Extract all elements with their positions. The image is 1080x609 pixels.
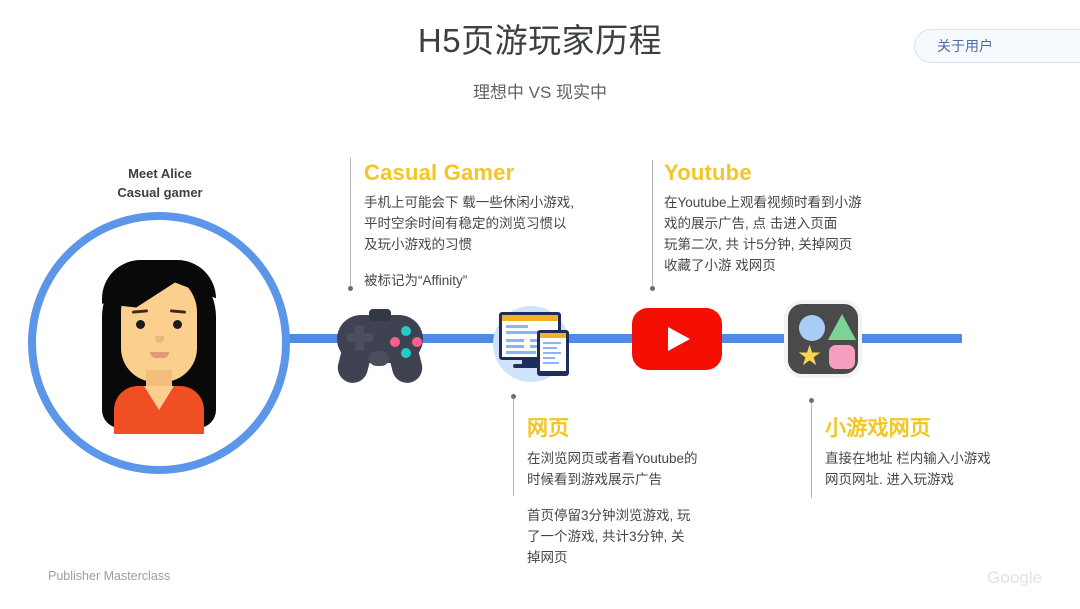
connector-line-webpage (513, 398, 514, 496)
callout-body-casual-gamer-2: 被标记为“Affinity” (364, 273, 468, 288)
topic-pill-label: 关于用户 (937, 38, 993, 54)
callout-body-webpage-2: 首页停留3分钟浏览游戏, 玩 了一个游戏, 共计3分钟, 关 掉网页 (527, 508, 691, 565)
connector-line-casual-gamer (350, 158, 351, 288)
callout-casual-gamer: Casual Gamer 手机上可能会下 载一些休闲小游戏, 平时空余时间有稳定… (364, 160, 634, 291)
connector-line-youtube (652, 160, 653, 288)
youtube-play-icon (632, 308, 722, 370)
callout-body-casual-gamer-1: 手机上可能会下 载一些休闲小游戏, 平时空余时间有稳定的浏览习惯以 及玩小游戏的… (364, 195, 575, 252)
callout-body-webpage-1: 在浏览网页或者看Youtube的 时候看到游戏展示广告 (527, 451, 698, 487)
avatar (28, 212, 290, 474)
connector-dot-youtube (650, 286, 655, 291)
callout-body-mini-game-webpage-1: 直接在地址 栏内输入小游戏 网页网址. 进入玩游戏 (825, 451, 991, 487)
callout-title-youtube: Youtube (664, 160, 752, 185)
page-title: H5页游玩家历程 (417, 22, 663, 59)
connector-line-mini-game (811, 402, 812, 498)
connector-dot-mini-game (809, 398, 814, 403)
callout-webpage: 网页 在浏览网页或者看Youtube的 时候看到游戏展示广告 首页停留3分钟浏览… (527, 412, 777, 568)
persona-name-line1: Meet Alice (128, 166, 192, 181)
callout-title-webpage: 网页 (527, 417, 570, 440)
desktop-and-tablet-icon (487, 300, 577, 388)
topic-pill-badge[interactable]: 关于用户 (914, 29, 1080, 63)
callout-body-youtube-1: 在Youtube上观看视频时看到小游 戏的展示广告, 点 击进入页面 玩第二次,… (664, 195, 862, 273)
persona-name: Meet Alice Casual gamer (84, 164, 236, 202)
footer-publisher-label: Publisher Masterclass (48, 569, 171, 583)
callout-title-mini-game-webpage: 小游戏网页 (825, 417, 931, 440)
callout-mini-game-webpage: 小游戏网页 直接在地址 栏内输入小游戏 网页网址. 进入玩游戏 (825, 412, 1065, 490)
connector-dot-webpage (511, 394, 516, 399)
callout-youtube: Youtube 在Youtube上观看视频时看到小游 戏的展示广告, 点 击进入… (664, 160, 924, 276)
timeline-bar (262, 334, 962, 343)
woman-avatar-icon (94, 252, 224, 434)
persona-name-line2: Casual gamer (117, 185, 203, 200)
callout-title-casual-gamer: Casual Gamer (364, 160, 515, 185)
mini-game-app-icon: ★ (784, 300, 864, 380)
game-controller-icon (334, 305, 433, 387)
page-subtitle: 理想中 VS 现实中 (472, 83, 608, 102)
google-logo: Google (987, 568, 1042, 587)
connector-dot-casual-gamer (348, 286, 353, 291)
